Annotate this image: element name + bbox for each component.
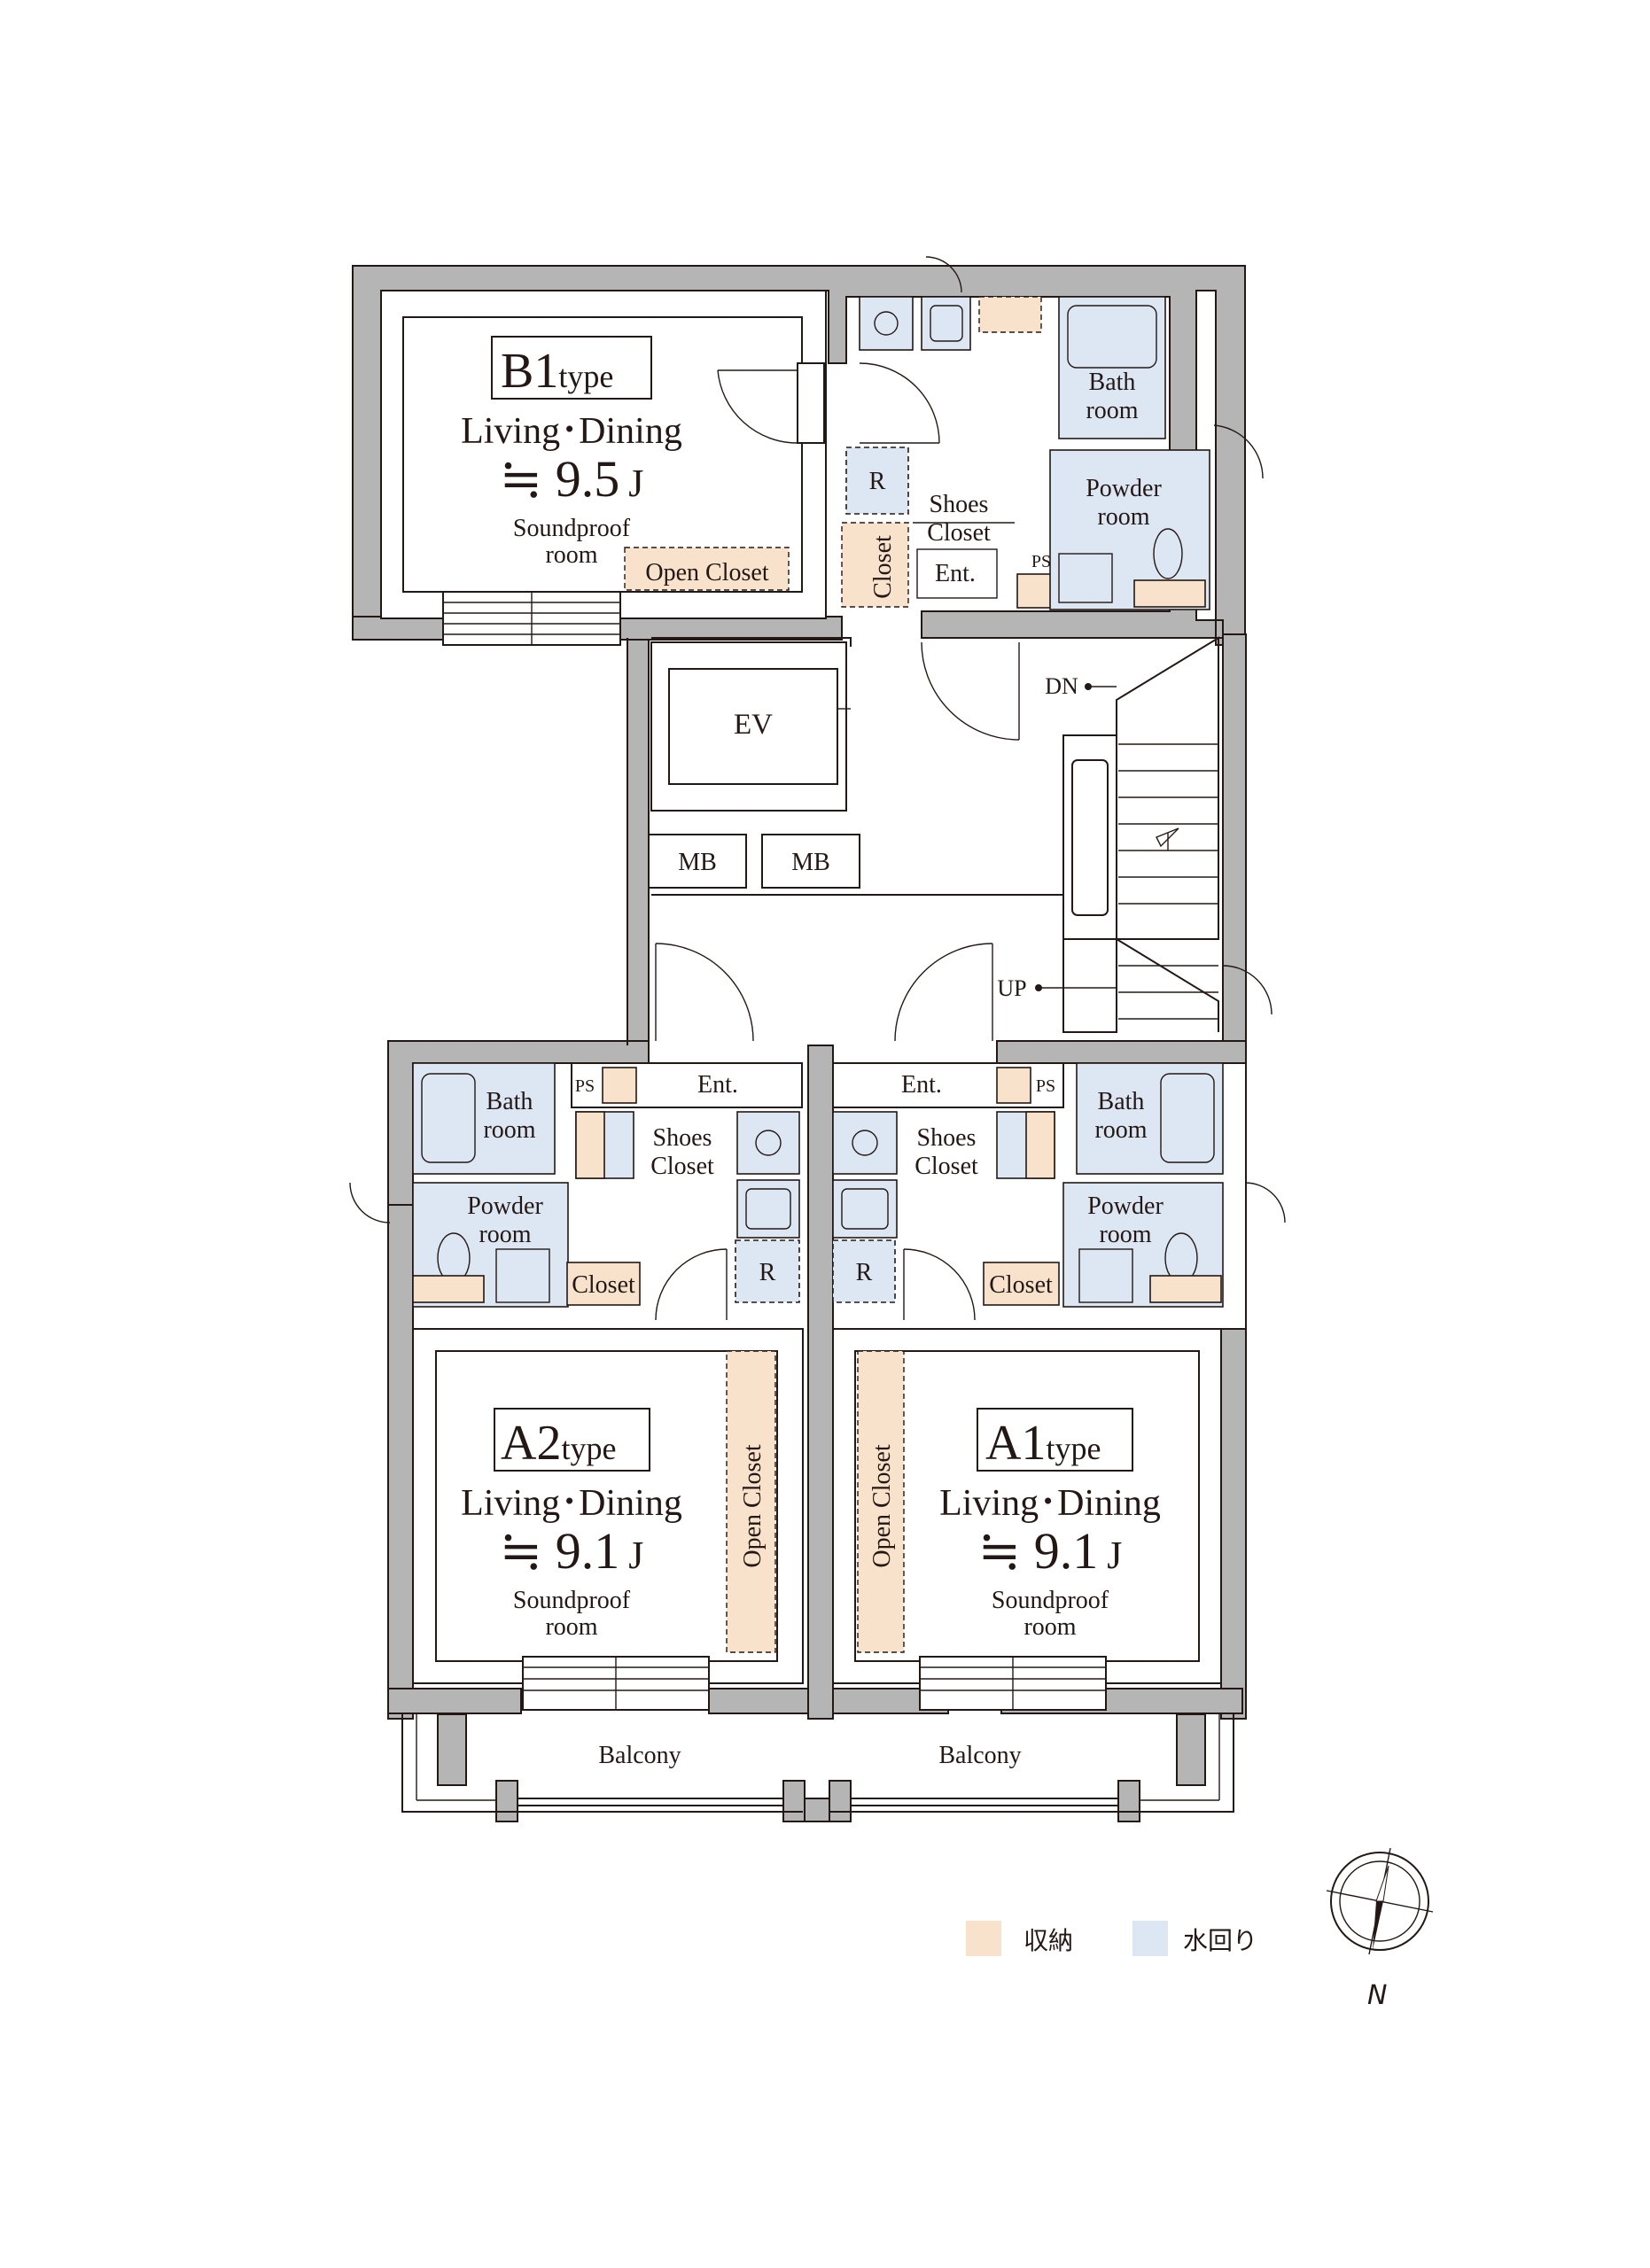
a2-type-code: A2type (501, 1416, 616, 1471)
a1-closet-label: Closet (989, 1271, 1053, 1299)
a1-room-note: Soundproof (992, 1587, 1109, 1614)
a2-room-note-2: room (545, 1613, 597, 1641)
a2-bath-label: Bath (486, 1088, 533, 1115)
b1-room-note-2: room (545, 541, 597, 569)
a2-closet-label: Closet (572, 1271, 635, 1299)
a1-type-code: A1type (985, 1416, 1101, 1471)
b1-powder-label-2: room (1097, 503, 1149, 531)
b1-entrance-label: Ent. (935, 560, 976, 587)
structural-walls (352, 265, 1247, 1822)
legend-wet-swatch (1132, 1921, 1168, 1956)
a1-powder-label-2: room (1099, 1221, 1151, 1248)
a1-powder-label: Powder (1087, 1192, 1164, 1220)
a2-balcony-label: Balcony (598, 1742, 681, 1769)
compass-north-label: N (1367, 1980, 1387, 2011)
b1-room-name: Living･Dining (461, 411, 682, 452)
a2-shoes-closet-label: Shoes (653, 1124, 712, 1152)
b1-type-code: B1type (501, 344, 613, 399)
a1-shoes-closet-label-2: Closet (915, 1153, 978, 1180)
b1-open-closet-label: Open Closet (645, 559, 768, 586)
a2-ps-label: PS (575, 1076, 595, 1096)
a2-open-closet-label: Open Closet (739, 1444, 767, 1567)
a2-powder-label: Powder (467, 1192, 543, 1220)
a1-ps-label: PS (1036, 1076, 1055, 1096)
unit-a1: Ent. PS Shoes Closet Bath room Powder ro… (829, 1062, 1286, 1813)
a1-shoes-closet-label: Shoes (917, 1124, 977, 1152)
b1-powder-label: Powder (1086, 475, 1162, 502)
b1-closet-label: Closet (869, 535, 897, 599)
a2-refrigerator-label: R (759, 1259, 776, 1286)
a2-entrance-label: Ent. (697, 1071, 738, 1099)
a1-room-name: Living･Dining (939, 1483, 1161, 1524)
a2-powder-label-2: room (479, 1221, 531, 1248)
a2-room-note: Soundproof (513, 1587, 631, 1614)
a2-bath-label-2: room (483, 1116, 535, 1144)
stair-treads (1118, 743, 1218, 905)
b1-refrigerator-label: R (869, 468, 886, 495)
unit-a2: Ent. PS Shoes Closet Bath room Powder ro… (349, 1062, 804, 1813)
b1-shoes-closet-label-2: Closet (927, 519, 991, 547)
a1-open-closet-label: Open Closet (868, 1444, 896, 1567)
a2-shoes-closet-label-2: Closet (650, 1153, 714, 1180)
a1-refrigerator-label: R (856, 1259, 873, 1286)
b1-bath-label-2: room (1086, 397, 1138, 424)
meter-box-2-label: MB (791, 849, 830, 876)
legend-wet-label: 水回り (1183, 1926, 1257, 1955)
b1-room-note: Soundproof (513, 515, 631, 542)
legend-storage-label: 収納 (1023, 1926, 1073, 1955)
a2-room-name: Living･Dining (461, 1483, 682, 1524)
meter-box-1-label: MB (678, 849, 717, 876)
core-walls (627, 637, 1063, 1045)
a1-bath-label-2: room (1094, 1116, 1147, 1144)
a1-bath-label: Bath (1098, 1088, 1145, 1115)
legend-storage-swatch (966, 1921, 1001, 1956)
b1-shoes-closet-label: Shoes (930, 491, 989, 518)
elevator-label: EV (734, 709, 773, 741)
legend: 収納 水回り (966, 1921, 1257, 1956)
a1-balcony-label: Balcony (938, 1742, 1021, 1769)
compass-icon (1326, 1847, 1434, 1955)
a1-room-note-2: room (1023, 1613, 1076, 1641)
b1-ps-label: PS (1031, 552, 1051, 571)
a1-entrance-label: Ent. (901, 1071, 942, 1099)
b1-bath-label: Bath (1089, 369, 1136, 396)
common-core: EV MB MB DN UP (648, 636, 1273, 1042)
stair-down-label: DN (1045, 673, 1078, 699)
stair-up-label: UP (997, 975, 1026, 1001)
